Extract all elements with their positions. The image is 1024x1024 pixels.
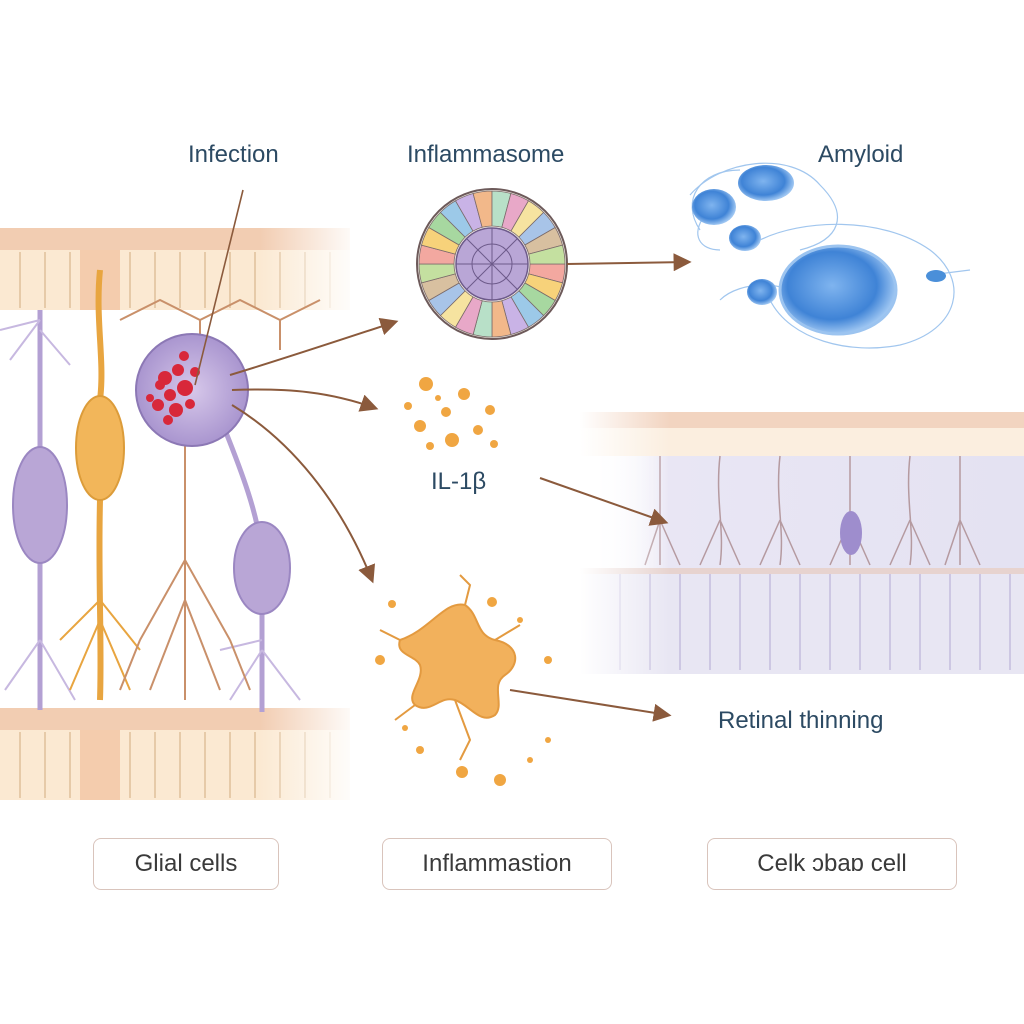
arrow-to-retina	[539, 477, 669, 526]
red-pathogen-cluster	[146, 351, 200, 425]
arrow-to-il1b	[231, 388, 379, 412]
label-infection: Infection	[188, 141, 279, 168]
label-amyloid: Amyloid	[818, 141, 904, 168]
label-retinal-thinning: Retinal thinning	[718, 707, 884, 734]
inflammasome-segment	[528, 244, 566, 265]
activated-microglia	[375, 574, 552, 786]
infection-cell	[135, 333, 249, 447]
amyloid-cluster	[689, 162, 971, 349]
purple-neuron-right	[219, 429, 301, 712]
inflammation-button[interactable]: Inflammastion	[382, 838, 612, 890]
orange-neuron	[59, 269, 141, 701]
inflammasome-wheel	[416, 188, 568, 340]
arrow-to-retinal-thinning	[509, 689, 672, 722]
arrow-to-microglia	[231, 404, 376, 584]
arrow-to-inflammasome	[229, 317, 399, 376]
infection-pointer	[194, 189, 244, 386]
arrow-to-amyloid	[566, 253, 692, 272]
label-il1b: IL-1β	[431, 468, 487, 495]
arrows	[229, 253, 692, 722]
glial-cells-button[interactable]: Glial cells	[93, 838, 279, 890]
purple-neuron-left	[0, 310, 76, 710]
cell-button[interactable]: Celk ɔbaɒ cell	[707, 838, 957, 890]
il1b-particles	[404, 377, 498, 450]
label-inflammasome: Inflammasome	[407, 141, 565, 168]
left-tissue-section	[0, 220, 360, 810]
retina-section	[580, 404, 1024, 679]
